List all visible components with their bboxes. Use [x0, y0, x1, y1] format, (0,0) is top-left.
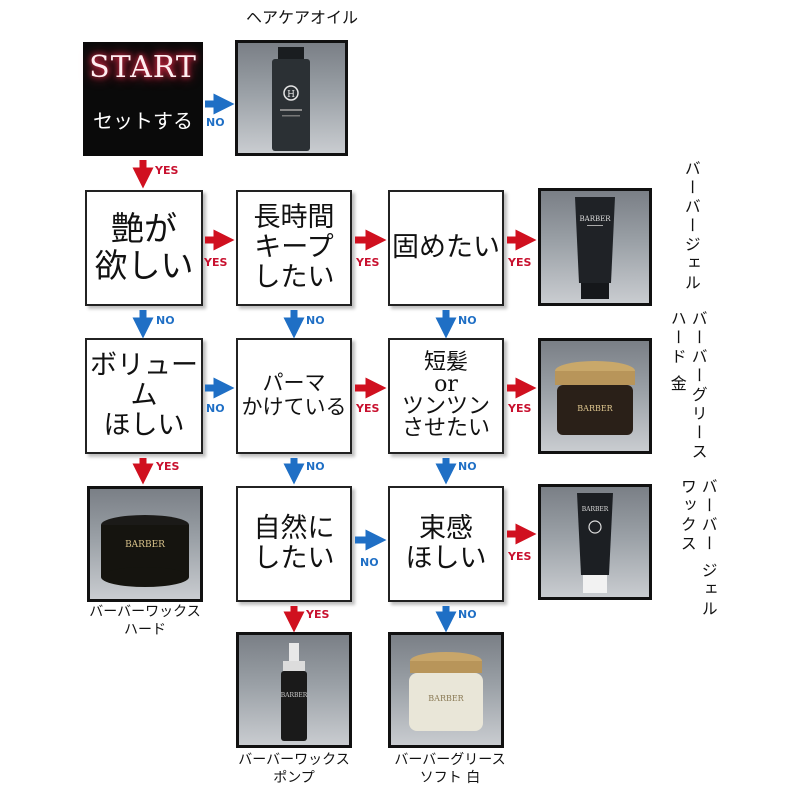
tag-yes: YES: [155, 164, 179, 177]
barber-wax-hard-label: バーバーワックス ハード: [89, 604, 201, 638]
tag-no: NO: [306, 460, 325, 473]
barber-grease-hard-label: バーバーグリース ハード 金: [667, 310, 708, 462]
tag-yes: YES: [356, 402, 380, 415]
barber-wax-pump-brand: BARBER: [281, 692, 308, 699]
tag-no: NO: [306, 314, 325, 327]
tag-yes: YES: [306, 608, 330, 621]
question-box-volume: ボリューム ほしい: [85, 338, 203, 454]
question-text: 固めたい: [392, 231, 500, 263]
barber-gel-photo: BARBER: [538, 188, 652, 306]
question-box-natural: 自然に したい: [236, 486, 352, 602]
tag-no: NO: [156, 314, 175, 327]
question-box-texture: 束感 ほしい: [388, 486, 504, 602]
question-box-gloss: 艶が 欲しい: [85, 190, 203, 306]
barber-wax-pump-photo: BARBER: [236, 632, 352, 748]
tag-no: NO: [206, 402, 225, 415]
tag-no: NO: [360, 556, 379, 569]
hair-oil-photo: H: [235, 40, 348, 156]
hair-oil-brand: H: [287, 90, 295, 100]
barber-gel-wax-photo: BARBER: [538, 484, 652, 600]
tag-no: NO: [458, 608, 477, 621]
question-box-short-spiky: 短髪 or ツンツン させたい: [388, 338, 504, 454]
question-box-long-hold: 長時間 キープ したい: [236, 190, 352, 306]
tag-no: NO: [458, 460, 477, 473]
start-subtitle: セットする: [93, 109, 193, 133]
barber-wax-hard-photo: BARBER: [87, 486, 203, 602]
barber-grease-soft-brand: BARBER: [428, 694, 464, 703]
question-text: ボリューム ほしい: [90, 349, 198, 442]
start-box: START セットする: [83, 42, 203, 156]
question-text: パーマ かけている: [241, 371, 347, 419]
barber-gel-label: バーバージェル: [681, 160, 701, 293]
tag-yes: YES: [508, 402, 532, 415]
tag-yes: YES: [204, 256, 228, 269]
question-text: 自然に したい: [253, 512, 335, 574]
barber-gel-brand: BARBER: [580, 215, 612, 223]
hair-oil-label: ヘアケアオイル: [245, 8, 358, 27]
tag-yes: YES: [508, 256, 532, 269]
tag-no: NO: [206, 116, 225, 129]
question-text: 長時間 キープ したい: [253, 201, 335, 294]
barber-grease-hard-brand: BARBER: [577, 404, 613, 413]
barber-wax-hard-brand: BARBER: [125, 540, 165, 550]
tag-yes: YES: [508, 550, 532, 563]
question-text: 艶が 欲しい: [94, 209, 194, 285]
barber-gel-wax-label: バーバー ジェルワックス: [677, 478, 718, 620]
question-box-firm: 固めたい: [388, 190, 504, 306]
question-text: 束感 ほしい: [405, 512, 487, 574]
tag-yes: YES: [156, 460, 180, 473]
tag-no: NO: [458, 314, 477, 327]
start-title: START: [89, 50, 197, 85]
barber-grease-soft-label: バーバーグリース ソフト 白: [394, 752, 506, 786]
question-text: 短髪 or ツンツン させたい: [401, 350, 490, 441]
barber-grease-soft-photo: BARBER: [388, 632, 504, 748]
barber-gel-wax-brand: BARBER: [582, 506, 609, 513]
tag-yes: YES: [356, 256, 380, 269]
barber-wax-pump-label: バーバーワックス ポンプ: [238, 752, 350, 786]
barber-grease-hard-photo: BARBER: [538, 338, 652, 454]
question-box-perm: パーマ かけている: [236, 338, 352, 454]
